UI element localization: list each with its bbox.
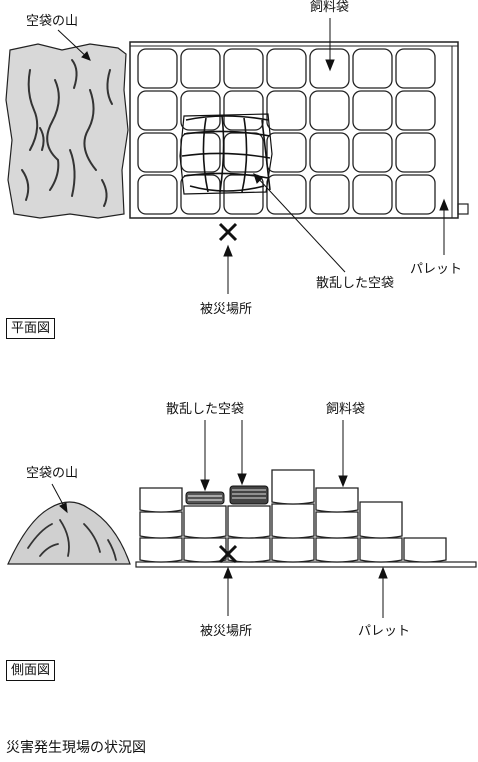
label-feed-bags-side: 飼料袋 (326, 402, 366, 417)
label-accident-site-plan: 被災場所 (200, 302, 253, 317)
feed-bag-grid-plan (137, 48, 436, 215)
label-scattered-bags-plan: 散乱した空袋 (316, 276, 395, 291)
label-pallet-plan: パレット (410, 262, 463, 277)
label-scattered-bags-side: 散乱した空袋 (166, 402, 245, 417)
accident-mark-plan (218, 222, 238, 242)
label-feed-bags-plan: 飼料袋 (310, 0, 350, 15)
label-accident-site-side: 被災場所 (200, 624, 253, 639)
pallet-plan (129, 41, 469, 219)
view-title-plan: 平面図 (6, 318, 56, 339)
scattered-bags-side (185, 485, 269, 505)
pallet-side (135, 561, 477, 568)
empty-bag-pile-plan (5, 43, 129, 219)
figure-caption: 災害発生現場の状況図 (6, 740, 146, 756)
feed-bag-stack-side (139, 469, 447, 563)
label-empty-bag-pile-plan: 空袋の山 (26, 14, 79, 29)
plan-leaders (57, 18, 449, 294)
view-title-side: 側面図 (6, 660, 56, 681)
empty-bag-pile-side (7, 501, 131, 565)
label-pallet-side: パレット (358, 624, 411, 639)
side-leaders (51, 420, 388, 618)
accident-mark-side (218, 544, 238, 564)
label-empty-bag-pile-side: 空袋の山 (26, 466, 79, 481)
